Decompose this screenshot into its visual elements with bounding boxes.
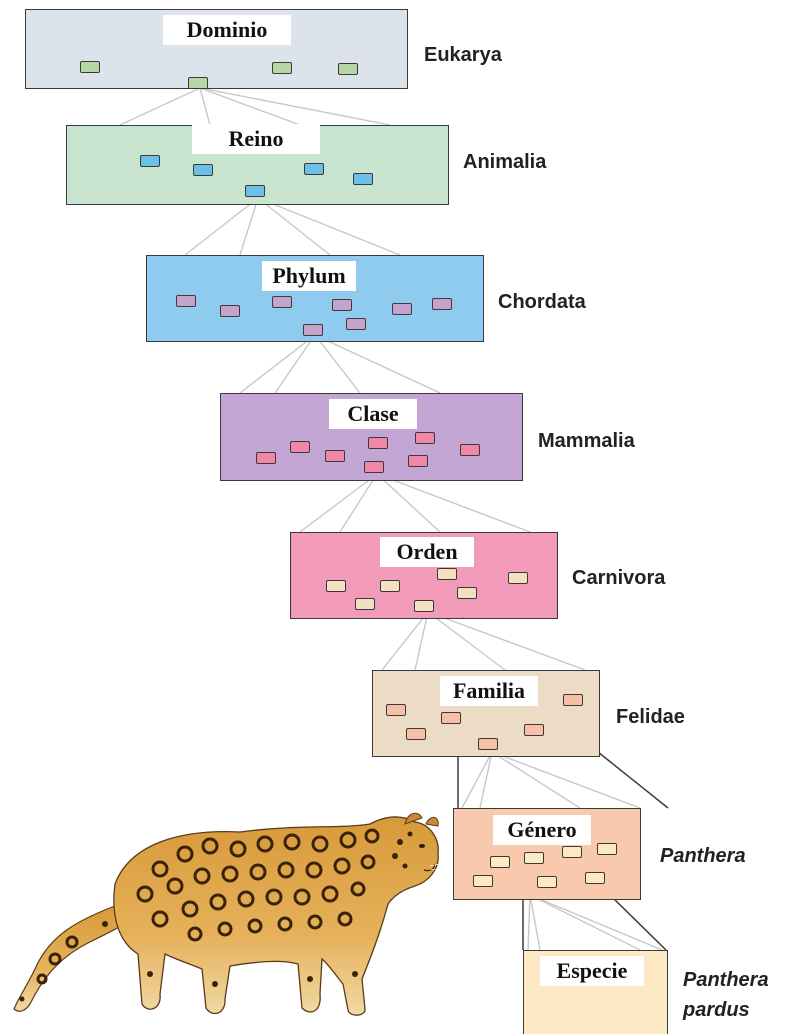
member-chip bbox=[325, 450, 345, 462]
member-chip bbox=[380, 580, 400, 592]
clase-title: Clase bbox=[329, 399, 417, 429]
member-chip bbox=[563, 694, 583, 706]
especie-taxon: Panthera pardus bbox=[683, 965, 793, 1025]
especie-title: Especie bbox=[540, 956, 644, 986]
member-chip bbox=[188, 77, 208, 89]
member-chip bbox=[473, 875, 493, 887]
member-chip bbox=[346, 318, 366, 330]
member-chip bbox=[272, 296, 292, 308]
phylum-title: Phylum bbox=[262, 261, 356, 291]
member-chip bbox=[441, 712, 461, 724]
member-chip bbox=[80, 61, 100, 73]
member-chip bbox=[332, 299, 352, 311]
member-chip bbox=[597, 843, 617, 855]
dominio-title: Dominio bbox=[163, 15, 291, 45]
genero-taxon: Panthera bbox=[660, 845, 746, 868]
member-chip bbox=[432, 298, 452, 310]
orden-taxon: Carnivora bbox=[572, 567, 665, 590]
member-chip bbox=[290, 441, 310, 453]
member-chip bbox=[437, 568, 457, 580]
leopard-illustration bbox=[10, 794, 450, 1034]
member-chip bbox=[256, 452, 276, 464]
reino-title: Reino bbox=[192, 124, 320, 154]
member-chip bbox=[220, 305, 240, 317]
member-chip bbox=[460, 444, 480, 456]
phylum-taxon: Chordata bbox=[498, 291, 586, 314]
reino-taxon: Animalia bbox=[463, 151, 546, 174]
member-chip bbox=[245, 185, 265, 197]
member-chip bbox=[304, 163, 324, 175]
member-chip bbox=[326, 580, 346, 592]
member-chip bbox=[508, 572, 528, 584]
familia-taxon: Felidae bbox=[616, 706, 685, 729]
member-chip bbox=[355, 598, 375, 610]
member-chip bbox=[303, 324, 323, 336]
member-chip bbox=[176, 295, 196, 307]
dominio-taxon: Eukarya bbox=[424, 44, 502, 67]
member-chip bbox=[406, 728, 426, 740]
member-chip bbox=[490, 856, 510, 868]
member-chip bbox=[272, 62, 292, 74]
member-chip bbox=[537, 876, 557, 888]
member-chip bbox=[415, 432, 435, 444]
member-chip bbox=[457, 587, 477, 599]
member-chip bbox=[585, 872, 605, 884]
member-chip bbox=[478, 738, 498, 750]
member-chip bbox=[392, 303, 412, 315]
member-chip bbox=[524, 724, 544, 736]
member-chip bbox=[368, 437, 388, 449]
member-chip bbox=[386, 704, 406, 716]
familia-title: Familia bbox=[440, 676, 538, 706]
orden-title: Orden bbox=[380, 537, 474, 567]
member-chip bbox=[338, 63, 358, 75]
member-chip bbox=[353, 173, 373, 185]
member-chip bbox=[562, 846, 582, 858]
member-chip bbox=[408, 455, 428, 467]
clase-taxon: Mammalia bbox=[538, 430, 635, 453]
member-chip bbox=[414, 600, 434, 612]
member-chip bbox=[140, 155, 160, 167]
genero-title: Género bbox=[493, 815, 591, 845]
member-chip bbox=[193, 164, 213, 176]
member-chip bbox=[364, 461, 384, 473]
member-chip bbox=[524, 852, 544, 864]
